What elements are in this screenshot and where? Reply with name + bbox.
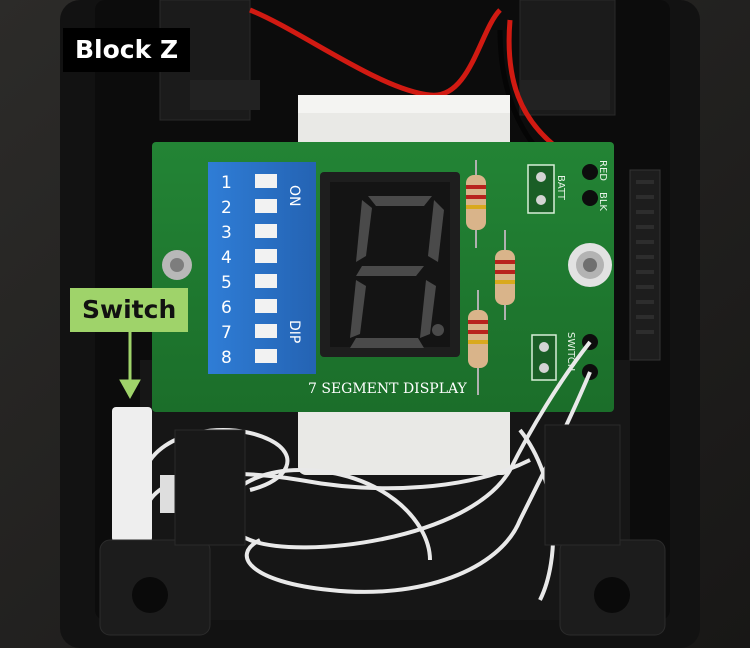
switch-arrow-icon xyxy=(119,332,141,400)
post-ledge-right xyxy=(520,80,610,110)
dip-number: 4 xyxy=(221,248,232,268)
dip-number: 8 xyxy=(221,348,232,368)
blk-label: BLK xyxy=(597,192,608,211)
resistor-top xyxy=(466,160,486,248)
dip-number: 6 xyxy=(221,298,232,318)
slide-switch xyxy=(112,407,152,542)
terminal-pad xyxy=(539,342,549,352)
post-ledge-left xyxy=(190,80,260,110)
switch-terminal xyxy=(531,334,557,381)
dip-number: 2 xyxy=(221,198,232,218)
lower-center-post xyxy=(174,429,246,546)
switch-callout-label: Switch xyxy=(70,288,189,332)
screw-left xyxy=(162,250,192,280)
black-wire-pad xyxy=(582,190,598,206)
dip-on-label: ON xyxy=(286,185,302,207)
switch-pcb-label: SWITCH xyxy=(565,332,576,371)
lower-right-post xyxy=(544,424,621,546)
terminal-pad xyxy=(539,363,549,373)
terminal-pad xyxy=(536,172,546,182)
display-window xyxy=(330,182,450,347)
side-connector xyxy=(629,169,661,361)
lower-left-boss xyxy=(99,539,211,636)
side-connector-ridges xyxy=(636,180,654,334)
dip-number: 3 xyxy=(221,223,232,243)
batt-label: BATT xyxy=(555,175,566,201)
terminal-pad xyxy=(536,195,546,205)
dip-switch-numbers: 1 2 3 4 5 6 7 8 xyxy=(221,173,232,368)
dip-switch-toggles xyxy=(255,174,277,363)
lower-right-boss xyxy=(559,539,666,636)
red-label: RED xyxy=(597,160,608,181)
resistor-bottom xyxy=(468,290,488,395)
block-title-label: Block Z xyxy=(63,28,191,72)
resistor-middle xyxy=(495,230,515,320)
dip-number: 1 xyxy=(221,173,232,193)
red-wire-pad xyxy=(582,164,598,180)
dip-switch xyxy=(208,162,316,374)
screw-right xyxy=(568,243,612,287)
display-segments xyxy=(350,196,444,348)
red-wire xyxy=(249,7,502,98)
battery-cap xyxy=(298,95,510,113)
dip-dip-label: DIP xyxy=(286,320,302,343)
pcb-title: 7 SEGMENT DISPLAY xyxy=(308,381,468,397)
dip-number: 5 xyxy=(221,273,232,293)
dip-number: 7 xyxy=(221,323,232,343)
